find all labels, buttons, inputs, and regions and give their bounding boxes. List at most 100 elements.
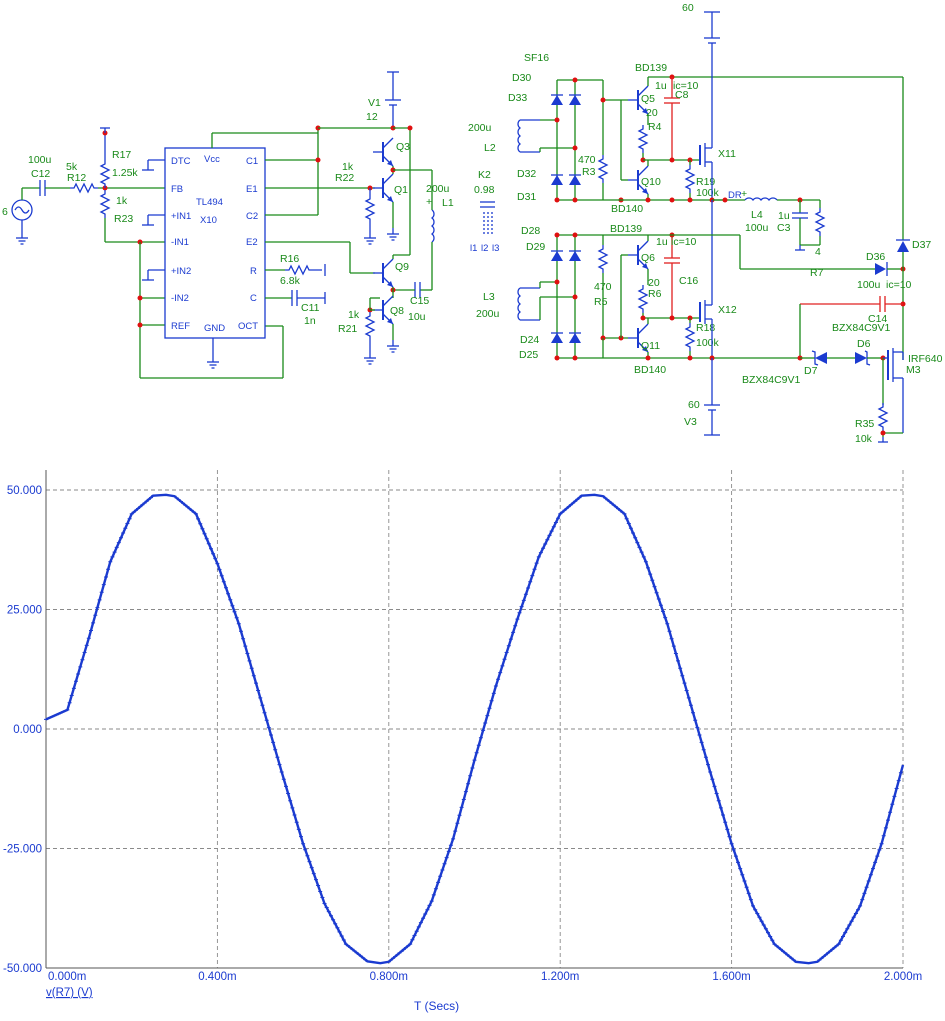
c16-ic: ic=10 [671, 236, 697, 248]
d6-ref: D6 [857, 338, 871, 350]
capacitor-c3 [792, 212, 808, 219]
svg-text:-IN2: -IN2 [171, 293, 189, 304]
r4-ref: R4 [648, 121, 662, 133]
l4-ref: L4 [751, 209, 763, 221]
capacitor-c16 [664, 235, 680, 318]
r3-value: 470 [578, 154, 596, 166]
source-label: 6 [2, 206, 8, 218]
capacitor-c14 [800, 296, 903, 312]
r22-ref: R22 [335, 172, 354, 184]
svg-text:K2: K2 [478, 169, 491, 181]
c3-value: 1u [778, 210, 790, 222]
svg-text:+IN2: +IN2 [171, 266, 191, 277]
d7-ref: D7 [804, 365, 818, 377]
capacitor-c12 [39, 180, 46, 196]
c14-ref: C14 [868, 313, 887, 325]
l1-value: 200u [426, 183, 450, 195]
c3-ref: C3 [777, 222, 791, 234]
l2-ref: L2 [484, 142, 496, 154]
l3-ref: L3 [483, 291, 495, 303]
v1-value: 12 [366, 111, 378, 123]
r19-value: 100k [696, 187, 720, 199]
d25-label: D25 [519, 349, 538, 361]
capacitor-c11 [291, 290, 326, 306]
d33-label: D33 [508, 92, 527, 104]
svg-text:-IN1: -IN1 [171, 237, 189, 248]
resistor-r16 [285, 264, 322, 276]
x-tick-label: 0.800m [370, 971, 408, 983]
l4-value: 100u [745, 222, 769, 234]
r12-value: 5k [66, 161, 78, 173]
r23-value: 1k [116, 195, 128, 207]
r17-ref: R17 [112, 149, 131, 161]
d30-label: D30 [512, 72, 531, 84]
svg-text:l3: l3 [492, 243, 499, 254]
r23-ref: R23 [114, 213, 133, 225]
r35-value: 10k [855, 433, 873, 445]
r12-ref: R12 [67, 172, 86, 184]
r5-value: 470 [594, 281, 612, 293]
l4-plus: + [741, 188, 747, 200]
svg-text:GND: GND [204, 323, 225, 334]
resistor-r12 [70, 182, 98, 194]
r6-ref: R6 [648, 288, 662, 300]
svg-text:TL494: TL494 [196, 197, 223, 208]
chart-grid [46, 470, 904, 968]
svg-text:+IN1: +IN1 [171, 211, 191, 222]
d31-label: D31 [517, 191, 536, 203]
svg-text:l1: l1 [470, 243, 477, 254]
capacitor-c8 [664, 77, 680, 160]
x-tick-label: 2.000m [884, 971, 922, 983]
q5-ref: Q5 [641, 93, 655, 105]
series-ripple-v-r7 [44, 494, 903, 964]
svg-text:Vcc: Vcc [204, 154, 220, 165]
l1-ref: L1 [442, 197, 454, 209]
c11-value: 1n [304, 315, 316, 327]
sf16-label: SF16 [524, 52, 549, 64]
v1-ref: V1 [368, 97, 381, 109]
x12-ref: X12 [718, 304, 737, 316]
svg-text:OCT: OCT [238, 321, 258, 332]
d24-label: D24 [520, 334, 539, 346]
coupling-k2: K2 0.98 l1 l2 l3 [470, 169, 499, 254]
in2-ground [142, 269, 165, 281]
x-tick-label: 1.200m [541, 971, 579, 983]
l3-value: 200u [476, 308, 500, 320]
x-tick-label: 0.400m [198, 971, 236, 983]
inductor-l2 [517, 119, 540, 153]
v3-ref: V3 [684, 416, 697, 428]
m3-ref: M3 [906, 364, 921, 376]
r4-value: 20 [646, 107, 658, 119]
c8-ref: C8 [675, 89, 689, 101]
zener-d7 [811, 350, 827, 366]
transistor-q9 [372, 258, 394, 288]
r22-value: 1k [342, 161, 354, 173]
c14-value: 100u [857, 279, 881, 291]
c12-value: 100u [28, 154, 52, 166]
d6-part: BZX84C9V1 [832, 322, 891, 334]
x-tick-label: 1.600m [712, 971, 750, 983]
dr-label: DR [728, 190, 742, 201]
q10-part: BD140 [611, 203, 643, 215]
gnd-node-4: 4 [815, 246, 821, 258]
svg-text:E1: E1 [246, 184, 258, 195]
y-tick-label: 50.000 [7, 485, 42, 497]
q6-part: BD139 [610, 223, 642, 235]
r3-ref: R3 [582, 166, 596, 178]
q1-ref: Q1 [394, 184, 408, 196]
r21-value: 1k [348, 309, 360, 321]
d36-label: D36 [866, 251, 885, 263]
r18-value: 100k [696, 337, 720, 349]
d28-label: D28 [521, 225, 540, 237]
legend-v-r7[interactable]: v(R7) (V) [46, 987, 93, 999]
svg-text:FB: FB [171, 184, 183, 195]
c15-value: 10u [408, 311, 426, 323]
q9-ref: Q9 [395, 261, 409, 273]
r7-label: R7 [810, 267, 824, 279]
inductor-l3 [517, 287, 540, 321]
svg-text:X10: X10 [200, 215, 217, 226]
r16-ref: R16 [280, 253, 299, 265]
x-tick-label: 0.000m [48, 971, 86, 983]
d37-label: D37 [912, 239, 931, 251]
r16-value: 6.8k [280, 275, 301, 287]
